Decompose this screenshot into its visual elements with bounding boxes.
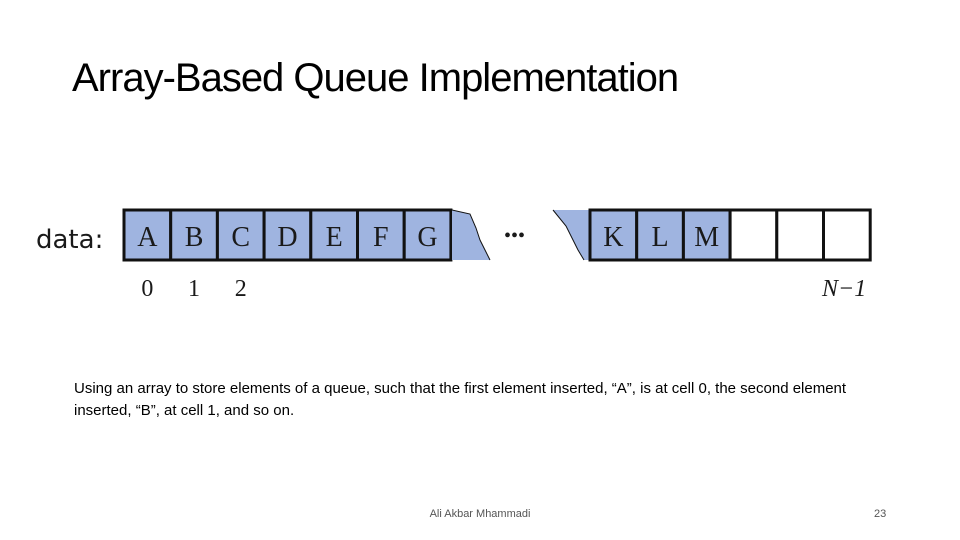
torn-edge-right-outline [552,209,585,261]
left-cell-1 [169,208,219,262]
index-label-1: 1 [188,276,200,302]
left-cell-0 [122,208,173,262]
index-label-0: 0 [141,276,153,302]
left-cell-label-5: F [373,222,389,253]
right-cell-label-1: L [651,222,668,253]
left-cell-label-0: A [137,222,158,253]
slide-caption: Using an array to store elements of a qu… [74,380,847,419]
left-cell-label-6: G [417,222,437,253]
footer-author: Ali Akbar Mhammadi [429,508,531,520]
torn-edge-left-outline [451,209,491,261]
right-cell-5 [822,208,872,262]
torn-edge-left [452,210,490,260]
index-label-2: 2 [235,276,247,302]
index-labels: 0 1 2 [141,276,246,302]
left-cell-label-2: C [231,222,250,253]
left-cell-5 [356,208,406,262]
right-cell-3 [728,208,779,262]
left-cell-label-3: D [277,222,297,253]
right-cell-label-0: K [603,222,623,253]
left-cell-6 [402,208,453,262]
slide-title: Array-Based Queue Implementation [72,56,679,100]
right-cell-label-2: M [694,222,719,253]
torn-edge-right [553,210,590,260]
right-cell-4 [775,208,825,262]
array-label: data: [36,225,103,255]
index-last: N−1 [821,276,866,302]
left-cell-4 [309,208,359,262]
ellipsis: ••• [504,225,525,247]
left-cell-2 [215,208,266,262]
page-number: 23 [874,508,887,520]
left-cell-label-4: E [326,222,343,253]
right-cell-2 [681,208,732,262]
left-cell-label-1: B [185,222,204,253]
right-cell-1 [635,208,685,262]
